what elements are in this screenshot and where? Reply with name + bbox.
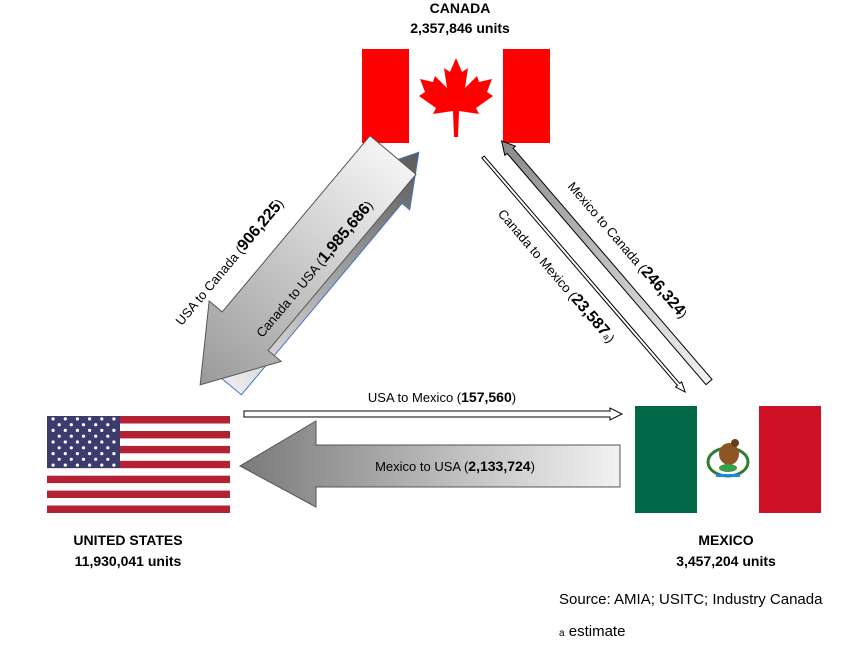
mexico-units: 3,457,204 units	[676, 553, 776, 569]
mexico-name: MEXICO	[698, 532, 754, 548]
star-icon	[100, 417, 104, 421]
star-icon	[112, 463, 116, 467]
eagle-emblem-icon	[706, 439, 750, 478]
canada-flag-icon	[362, 49, 550, 143]
star-icon	[63, 428, 67, 432]
star-icon	[112, 452, 116, 456]
star-icon	[75, 417, 79, 421]
usa-name: UNITED STATES	[73, 532, 183, 548]
star-icon	[51, 452, 55, 456]
star-icon	[69, 434, 73, 438]
star-icon	[75, 428, 79, 432]
star-icon	[63, 452, 67, 456]
star-icon	[81, 434, 86, 438]
canada-name: CANADA	[429, 0, 491, 16]
usa-units: 11,930,041 units	[74, 553, 182, 569]
arrow-canada-to-usa	[199, 135, 417, 386]
estimate-note: a estimate	[559, 623, 625, 640]
maple-leaf-icon	[419, 58, 493, 137]
canada-units: 2,357,846 units	[410, 20, 510, 36]
star-icon	[100, 452, 104, 456]
star-icon	[75, 452, 79, 456]
star-icon	[57, 446, 61, 450]
star-icon	[63, 463, 67, 467]
star-icon	[63, 440, 67, 444]
star-icon	[51, 463, 55, 467]
star-icon	[75, 463, 79, 467]
star-icon	[69, 457, 73, 461]
arrow-canada-to-mexico	[481, 155, 687, 394]
stars-icon	[51, 417, 116, 467]
star-icon	[112, 417, 116, 421]
star-icon	[51, 440, 55, 444]
star-icon	[94, 434, 98, 438]
label-mexico-to-usa: Mexico to USA (2,133,724)	[375, 458, 535, 474]
star-icon	[81, 457, 86, 461]
star-icon	[75, 440, 79, 444]
star-icon	[100, 463, 104, 467]
star-icon	[57, 423, 61, 427]
star-icon	[106, 446, 110, 450]
star-icon	[112, 428, 116, 432]
estimate-mark: a	[559, 628, 565, 639]
star-icon	[57, 434, 61, 438]
star-icon	[63, 417, 67, 421]
star-icon	[69, 446, 73, 450]
arrow-mexico-to-usa	[238, 420, 621, 508]
star-icon	[106, 434, 110, 438]
arrow-usa-to-mexico	[243, 407, 624, 421]
arrow-mexico-to-canada	[500, 140, 713, 386]
star-icon	[106, 457, 110, 461]
star-icon	[88, 452, 92, 456]
star-icon	[112, 440, 116, 444]
star-icon	[94, 423, 98, 427]
star-icon	[51, 428, 55, 432]
star-icon	[57, 457, 61, 461]
usa-flag-icon	[47, 416, 230, 513]
star-icon	[81, 423, 86, 427]
star-icon	[88, 428, 92, 432]
star-icon	[88, 463, 92, 467]
star-icon	[100, 440, 104, 444]
star-icon	[94, 446, 98, 450]
label-usa-to-mexico: USA to Mexico (157,560)	[368, 389, 516, 405]
mexico-flag-icon	[635, 406, 821, 513]
source-note: Source: AMIA; USITC; Industry Canada	[559, 591, 823, 608]
estimate-text: estimate	[564, 623, 626, 640]
star-icon	[69, 423, 73, 427]
star-icon	[51, 417, 55, 421]
star-icon	[81, 446, 86, 450]
star-icon	[106, 423, 110, 427]
star-icon	[100, 428, 104, 432]
star-icon	[88, 440, 92, 444]
star-icon	[88, 417, 92, 421]
star-icon	[94, 457, 98, 461]
